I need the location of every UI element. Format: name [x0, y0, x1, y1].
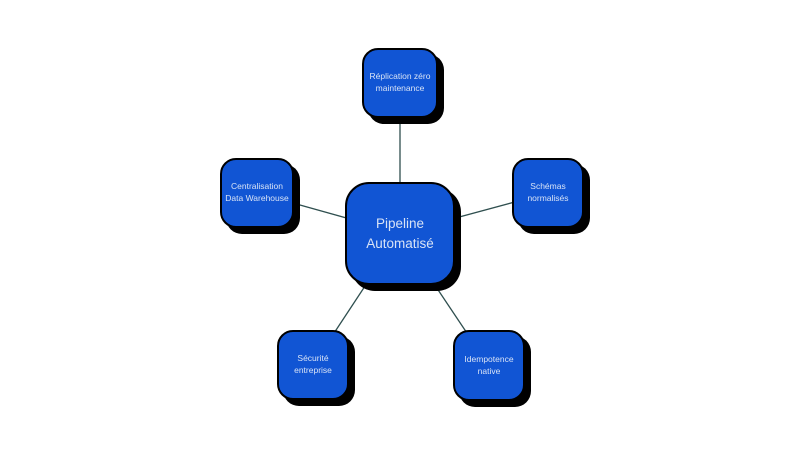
node-label-line: Data Warehouse [225, 193, 289, 203]
node-label-line: Automatisé [366, 235, 434, 251]
diagram-node-pipeline-automatise: Pipeline Automatisé [345, 182, 455, 285]
diagram-node-schemas-normalises: Schémas normalisés [512, 158, 584, 228]
node-label-line: Centralisation [231, 181, 283, 192]
node-label-line: Sécurité [297, 353, 329, 364]
diagram-node-securite-entreprise: Sécurité entreprise [277, 330, 349, 400]
node-label-line: Schémas [530, 181, 566, 192]
node-label-line: Pipeline [375, 215, 425, 231]
diagram-node-replication-zero-maintenance: Réplication zéro maintenance [362, 48, 438, 118]
node-label-line: Réplication zéro [369, 71, 431, 82]
node-label-line: Idempotence [464, 353, 514, 364]
diagram-node-idempotence-native: Idempotence native [453, 330, 525, 401]
node-label-line: native [477, 365, 501, 376]
node-label-line: normalisés [527, 193, 569, 203]
node-label-line: maintenance [375, 83, 425, 93]
node-label-line: entreprise [294, 365, 332, 375]
diagram-node-centralisation-data-warehouse: Centralisation Data Warehouse [220, 158, 294, 228]
